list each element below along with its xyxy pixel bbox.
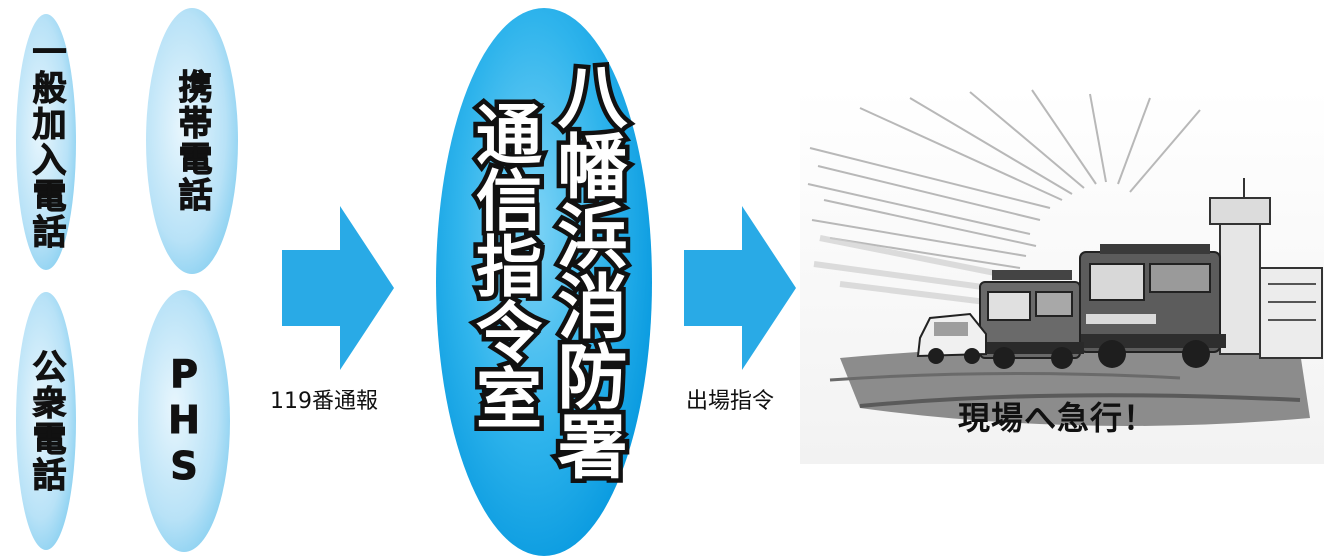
dispatch-center-oval: [436, 8, 652, 556]
comm-room-name: 通信指令室: [461, 96, 547, 435]
scene-caption: 現場へ急行！: [958, 399, 1157, 437]
source-public-phone-oval: 公衆電話: [16, 292, 76, 550]
source-fixed-phone-label: 一般加入電話: [26, 34, 67, 251]
source-phs-oval: PHS: [138, 290, 230, 552]
fire-trucks-illustration: [800, 88, 1324, 464]
source-public-phone-label: 公衆電話: [26, 349, 67, 494]
dispatch-label: 出場指令: [686, 389, 775, 414]
call-arrow-icon: [282, 206, 394, 370]
source-phs-label: PHS: [162, 352, 207, 491]
source-mobile-phone-oval: 携帯電話: [146, 8, 238, 274]
station-name: 八幡浜消防署: [542, 56, 633, 485]
dispatch-arrow-icon: [684, 206, 796, 370]
call-label: 119番通報: [270, 389, 378, 414]
source-fixed-phone-oval: 一般加入電話: [16, 14, 76, 270]
source-mobile-phone-label: 携帯電話: [172, 69, 213, 214]
